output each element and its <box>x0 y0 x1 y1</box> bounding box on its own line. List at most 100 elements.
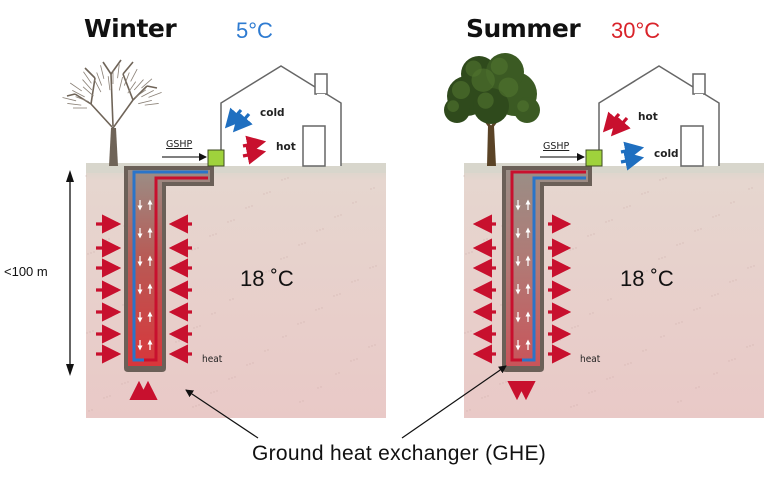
winter-soil-texture <box>304 242 306 244</box>
winter-soil-texture <box>107 317 109 319</box>
summer-soil-texture <box>505 381 507 383</box>
summer-soil-texture <box>573 405 575 407</box>
summer-indoor-hot-arrow <box>602 111 623 133</box>
winter-soil-texture <box>210 392 212 394</box>
summer-soil-texture <box>658 258 660 260</box>
summer-soil-texture <box>626 206 628 208</box>
winter-soil-texture <box>372 266 374 268</box>
summer-soil-texture <box>606 378 608 380</box>
winter-soil-texture <box>92 330 94 332</box>
winter-soil-texture <box>371 345 373 347</box>
ghe-caption: Ground heat exchanger (GHE) <box>252 442 547 465</box>
winter-soil-texture <box>195 405 197 407</box>
winter-soil-texture <box>282 336 284 338</box>
summer-soil-texture <box>682 242 684 244</box>
summer-soil-texture <box>663 335 665 337</box>
winter-soil-texture <box>179 261 181 263</box>
summer-soil-texture <box>576 404 578 406</box>
winter-soil-texture <box>248 206 250 208</box>
summer-pipe-up <box>522 176 586 362</box>
winter-house-chimney <box>314 73 328 95</box>
winter-ground-surface <box>86 163 386 173</box>
summer-soil-texture <box>730 202 732 204</box>
summer-soil-texture <box>642 350 644 352</box>
winter-soil-texture <box>287 177 289 179</box>
tree-branch <box>90 77 96 105</box>
tree-trunk <box>487 126 496 166</box>
summer-indoor-cold-arrow <box>620 151 645 171</box>
winter-soil-texture <box>231 377 233 379</box>
winter-pipe-up <box>144 176 208 362</box>
summer-soil-texture <box>625 285 627 287</box>
summer-soil-texture <box>718 214 720 216</box>
summer-soil-texture <box>468 252 470 254</box>
tree-branch <box>122 73 134 101</box>
winter-soil-texture <box>215 233 217 235</box>
summer-soil-texture <box>465 253 467 255</box>
tree-branch <box>84 67 96 79</box>
summer-indoor-cold-arrow <box>620 141 645 161</box>
tree-foliage-highlight <box>498 77 519 98</box>
winter-soil-texture <box>283 257 285 259</box>
summer-pipe-down <box>510 170 586 362</box>
summer-soil-texture <box>752 344 754 346</box>
winter-soil-texture <box>268 270 270 272</box>
winter-soil-texture <box>191 249 193 251</box>
summer-hot-label: hot <box>638 111 658 123</box>
winter-soil-texture <box>192 406 194 408</box>
summer-soil-texture <box>679 243 681 245</box>
summer-house-chimney <box>692 73 706 95</box>
winter-soil-texture <box>89 331 91 333</box>
winter-soil-texture <box>209 235 211 237</box>
summer-soil-texture <box>592 312 594 314</box>
summer-soil-texture <box>746 346 748 348</box>
summer-soil-texture <box>624 364 626 366</box>
winter-soil-texture <box>373 187 375 189</box>
winter-soil-texture <box>280 258 282 260</box>
summer-soil-texture <box>500 304 502 306</box>
summer-soil-texture <box>659 179 661 181</box>
summer-cold-label: cold <box>654 148 679 160</box>
summer-soil-texture <box>734 358 736 360</box>
summer-soil-texture <box>715 215 717 217</box>
winter-soil-texture <box>300 322 302 324</box>
summer-soil-texture <box>629 205 631 207</box>
summer-soil-texture <box>660 336 662 338</box>
tree-branch <box>66 93 76 97</box>
summer-soil-texture <box>717 293 719 295</box>
winter-soil-texture <box>352 202 354 204</box>
winter-soil-texture <box>252 362 254 364</box>
summer-soil-texture <box>665 177 667 179</box>
summer-gshp-label: GSHP <box>543 141 570 152</box>
summer-soil-texture <box>594 390 596 392</box>
winter-soil-texture <box>318 308 320 310</box>
summer-soil-texture <box>716 372 718 374</box>
summer-soil-texture <box>466 410 468 412</box>
depth-arrow-bottom-head <box>66 364 74 376</box>
summer-soil-texture <box>640 272 642 274</box>
summer-soil-texture <box>609 377 611 379</box>
winter-soil-texture <box>285 335 287 337</box>
summer-soil-texture <box>623 207 625 209</box>
tree-twig <box>75 96 89 102</box>
winter-panel <box>62 59 386 418</box>
winter-soil-texture <box>262 272 264 274</box>
winter-soil-texture <box>250 284 252 286</box>
winter-indoor-cold-arrow <box>224 107 245 129</box>
tree-twig <box>141 89 154 98</box>
summer-soil-texture <box>610 298 612 300</box>
winter-soil-texture <box>230 220 232 222</box>
winter-indoor-hot-arrow <box>242 145 267 165</box>
summer-soil-texture <box>694 230 696 232</box>
summer-borehole-fill <box>506 170 588 366</box>
winter-soil-texture <box>104 318 106 320</box>
summer-soil-texture <box>488 316 490 318</box>
summer-soil-texture <box>575 247 577 249</box>
winter-soil-texture <box>321 307 323 309</box>
summer-soil-texture <box>608 220 610 222</box>
winter-soil-texture <box>122 304 124 306</box>
winter-soil-texture <box>374 344 376 346</box>
summer-soil-texture <box>712 216 714 218</box>
winter-soil-texture <box>193 327 195 329</box>
winter-soil-texture <box>350 360 352 362</box>
